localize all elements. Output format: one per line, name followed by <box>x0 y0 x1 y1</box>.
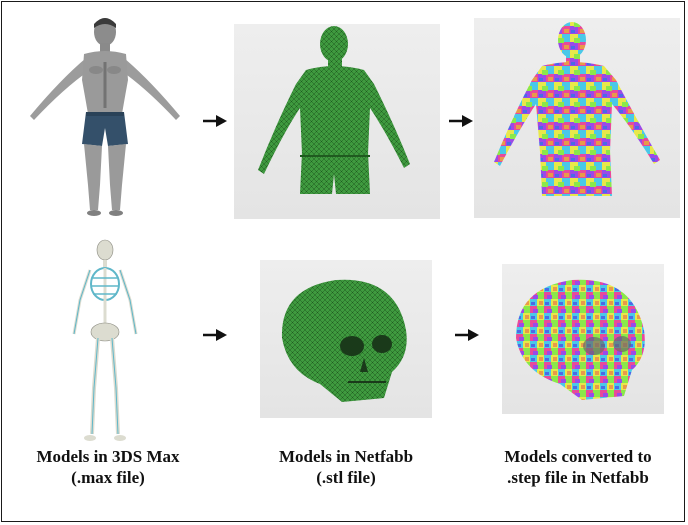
caption-3ds-max: Models in 3DS Max (.max file) <box>8 446 208 488</box>
caption-3ds-max-line1: Models in 3DS Max <box>8 446 208 467</box>
right-arrow-icon <box>448 114 474 128</box>
step-body-icon <box>474 18 680 218</box>
caption-netfabb-line1: Models in Netfabb <box>246 446 446 467</box>
caption-netfabb-line2: (.stl file) <box>246 467 446 488</box>
panel-skull-step <box>502 264 664 414</box>
right-arrow-icon <box>454 328 480 342</box>
caption-3ds-max-line2: (.max file) <box>8 467 208 488</box>
human-body-icon <box>20 10 190 220</box>
panel-body-netfabb <box>234 24 440 219</box>
arrow-row1-a <box>202 114 228 128</box>
caption-step: Models converted to .step file in Netfab… <box>478 446 678 488</box>
caption-netfabb: Models in Netfabb (.stl file) <box>246 446 446 488</box>
panel-body-step <box>474 18 680 218</box>
panel-skull-netfabb <box>260 260 432 418</box>
arrow-row2-b <box>454 328 480 342</box>
right-arrow-icon <box>202 114 228 128</box>
right-arrow-icon <box>202 328 228 342</box>
panel-body-3ds-max <box>20 10 190 220</box>
arrow-row2-a <box>202 328 228 342</box>
mesh-body-icon <box>234 24 440 219</box>
skull-icon <box>260 260 432 418</box>
step-skull-icon <box>502 264 664 414</box>
caption-step-line2: .step file in Netfabb <box>478 467 678 488</box>
arrow-row1-b <box>448 114 474 128</box>
caption-step-line1: Models converted to <box>478 446 678 467</box>
panel-skeleton-3ds-max <box>60 238 150 450</box>
skeleton-icon <box>60 238 150 450</box>
